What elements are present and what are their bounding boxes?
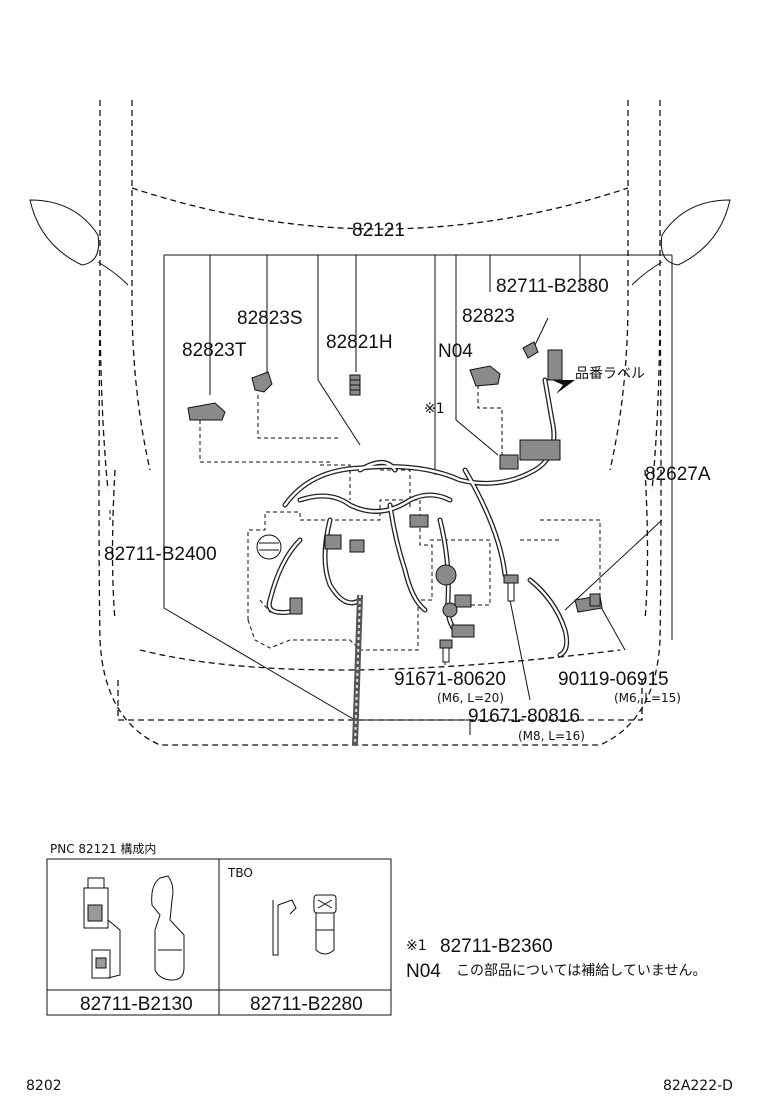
label-91671-80816: 91671-80816 [468, 706, 580, 727]
label-mark1: ※1 [424, 401, 445, 417]
part-82711-B2130-drawing [83, 875, 185, 981]
label-82823: 82823 [462, 306, 515, 327]
label-82821H: 82821H [326, 332, 393, 353]
inset-part-82711-B2130: 82711-B2130 [80, 994, 193, 1015]
inset-part-82711-B2280: 82711-B2280 [250, 994, 363, 1015]
label-90119-06915: 90119-06915 [558, 669, 669, 690]
footer-left-code: 8202 [26, 1078, 62, 1094]
inset-tbo: TBO [227, 866, 253, 880]
label-N04: N04 [438, 341, 473, 362]
label-82823T: 82823T [182, 340, 247, 361]
part-82711-B2280-drawing [272, 894, 337, 956]
wire-82711-B2380-part [522, 341, 539, 359]
label-91671-80620-spec: (M6, L=20) [437, 691, 504, 705]
note-n04-text: この部品については補給していません。 [456, 963, 706, 979]
bolt-91671-80816-part [503, 574, 519, 602]
engine-outline [247, 464, 491, 651]
label-82823S: 82823S [237, 308, 303, 329]
clamp-82823 [469, 365, 501, 387]
clamp-82823S [251, 371, 273, 393]
note-n04-symbol: N04 [406, 961, 441, 982]
bolt-90119-06915-part [589, 593, 601, 607]
label-82711-B2380: 82711-B2380 [496, 276, 609, 297]
note-mark1-part: 82711-B2360 [440, 936, 553, 957]
main-wire-harness [266, 349, 570, 658]
note-mark1-symbol: ※1 [406, 938, 427, 954]
notes: ※1 82711-B2360 N04 この部品については補給していません。 [406, 936, 706, 982]
label-82627A: 82627A [645, 464, 711, 485]
inset-box: PNC 82121 構成内 TBO 82711-B2130 82711-B228… [46, 842, 392, 1016]
label-part-number-label: 品番ラベル [575, 366, 645, 382]
label-82121: 82121 [352, 220, 405, 241]
leader-lines [109, 254, 673, 735]
bolt-91671-80620-part [439, 639, 453, 663]
label-91671-80620: 91671-80620 [394, 669, 506, 690]
inset-title: PNC 82121 構成内 [50, 842, 156, 856]
label-91671-80816-spec: (M8, L=16) [518, 729, 585, 743]
vehicle-outline [29, 100, 731, 746]
footer-right-code: 82A222-D [663, 1078, 733, 1094]
label-90119-06915-spec: (M6, L=15) [614, 691, 681, 705]
clamp-82823T [187, 402, 226, 421]
label-82711-B2400: 82711-B2400 [104, 544, 217, 565]
clip-82821H [349, 374, 361, 396]
